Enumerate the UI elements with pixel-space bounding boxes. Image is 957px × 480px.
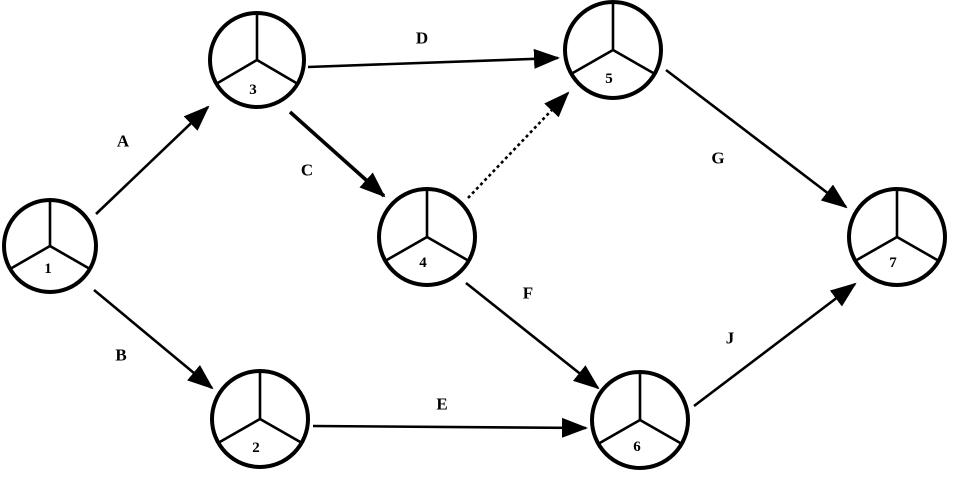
node-6: 6 bbox=[590, 370, 690, 470]
activity-label-a: A bbox=[117, 132, 130, 151]
activity-arrow-e bbox=[312, 417, 588, 438]
node-5-divider-right bbox=[611, 48, 657, 76]
node-6-divider-right bbox=[638, 418, 684, 446]
activity-arrow-b bbox=[93, 288, 214, 390]
node-number-7: 7 bbox=[889, 255, 897, 271]
activity-label-j: J bbox=[726, 329, 735, 348]
activity-label-c: C bbox=[301, 161, 313, 180]
node-1-divider-left bbox=[8, 244, 52, 271]
node-3-divider-left bbox=[214, 58, 259, 86]
activity-arrow-d bbox=[307, 48, 560, 69]
node-number-3: 3 bbox=[249, 82, 257, 98]
activity-arrow-j bbox=[693, 282, 857, 408]
node-3: 3 bbox=[208, 11, 306, 109]
activity-label-b: B bbox=[115, 346, 126, 365]
node-1-divider-right bbox=[48, 244, 92, 271]
activity-label-d: D bbox=[416, 29, 428, 48]
activity-arrow-g bbox=[665, 68, 848, 209]
node-5-divider-left bbox=[569, 48, 615, 76]
activity-label-f: F bbox=[523, 284, 533, 303]
node-7: 7 bbox=[847, 187, 947, 287]
node-5: 5 bbox=[563, 0, 663, 100]
node-2-divider-right bbox=[258, 417, 304, 445]
node-4-divider-right bbox=[425, 235, 471, 263]
activity-arrow-f bbox=[465, 281, 600, 390]
node-2: 2 bbox=[210, 369, 310, 469]
node-number-5: 5 bbox=[605, 71, 613, 87]
node-2-divider-left bbox=[216, 417, 262, 445]
node-number-1: 1 bbox=[44, 261, 52, 277]
node-number-6: 6 bbox=[633, 439, 641, 455]
node-4: 4 bbox=[377, 187, 477, 287]
node-number-4: 4 bbox=[419, 255, 427, 271]
dummy-arrow-4-5 bbox=[467, 91, 570, 199]
node-7-divider-right bbox=[895, 235, 941, 263]
activity-label-e: E bbox=[436, 395, 447, 414]
node-number-2: 2 bbox=[252, 440, 260, 456]
node-7-divider-left bbox=[853, 235, 899, 263]
edge-labels: A B C D E F G J bbox=[115, 29, 734, 414]
activity-arrow-a bbox=[95, 105, 210, 215]
activity-label-g: G bbox=[711, 149, 724, 168]
node-4-divider-left bbox=[383, 235, 429, 263]
node-1: 1 bbox=[2, 198, 98, 294]
node-6-divider-left bbox=[596, 418, 642, 446]
edges bbox=[93, 48, 857, 438]
activity-arrow-c bbox=[288, 110, 386, 198]
node-3-divider-right bbox=[255, 58, 300, 86]
